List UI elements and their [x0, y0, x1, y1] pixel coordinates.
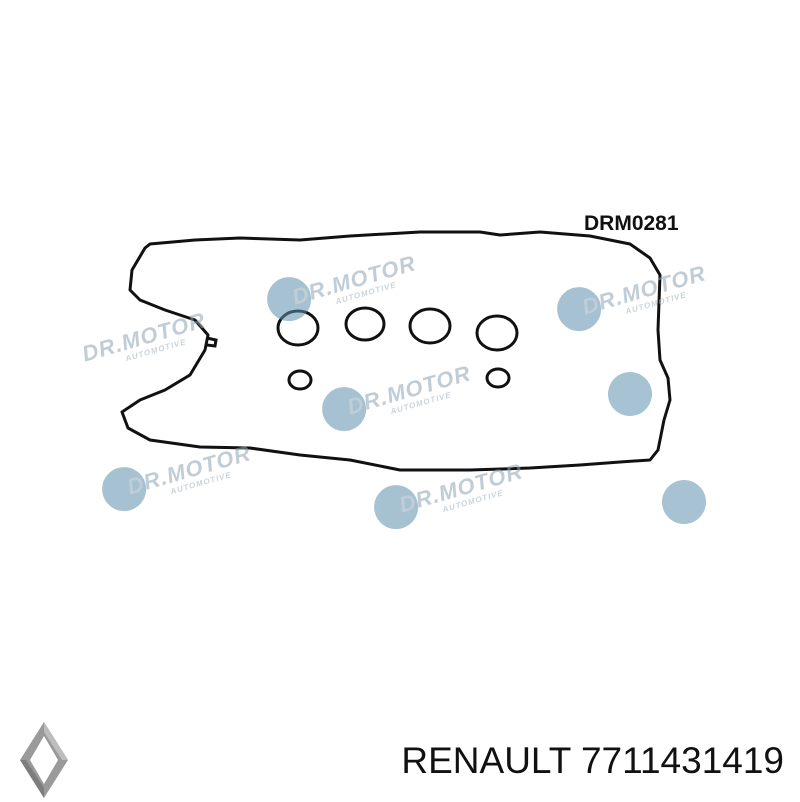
gasket-tab	[206, 336, 218, 348]
valve-cover-gasket	[120, 230, 672, 472]
renault-logo-icon	[20, 722, 68, 798]
o-ring-large-3	[408, 307, 452, 345]
brand-name: RENAULT	[401, 740, 571, 781]
footer-caption: RENAULT 7711431419	[401, 740, 784, 782]
part-code: DRM0281	[584, 212, 679, 235]
o-ring-large-2	[344, 306, 386, 342]
o-ring-small-1	[287, 369, 313, 391]
o-ring-large-4	[475, 314, 519, 352]
o-ring-small-2	[485, 367, 511, 389]
part-number: 7711431419	[580, 740, 784, 781]
